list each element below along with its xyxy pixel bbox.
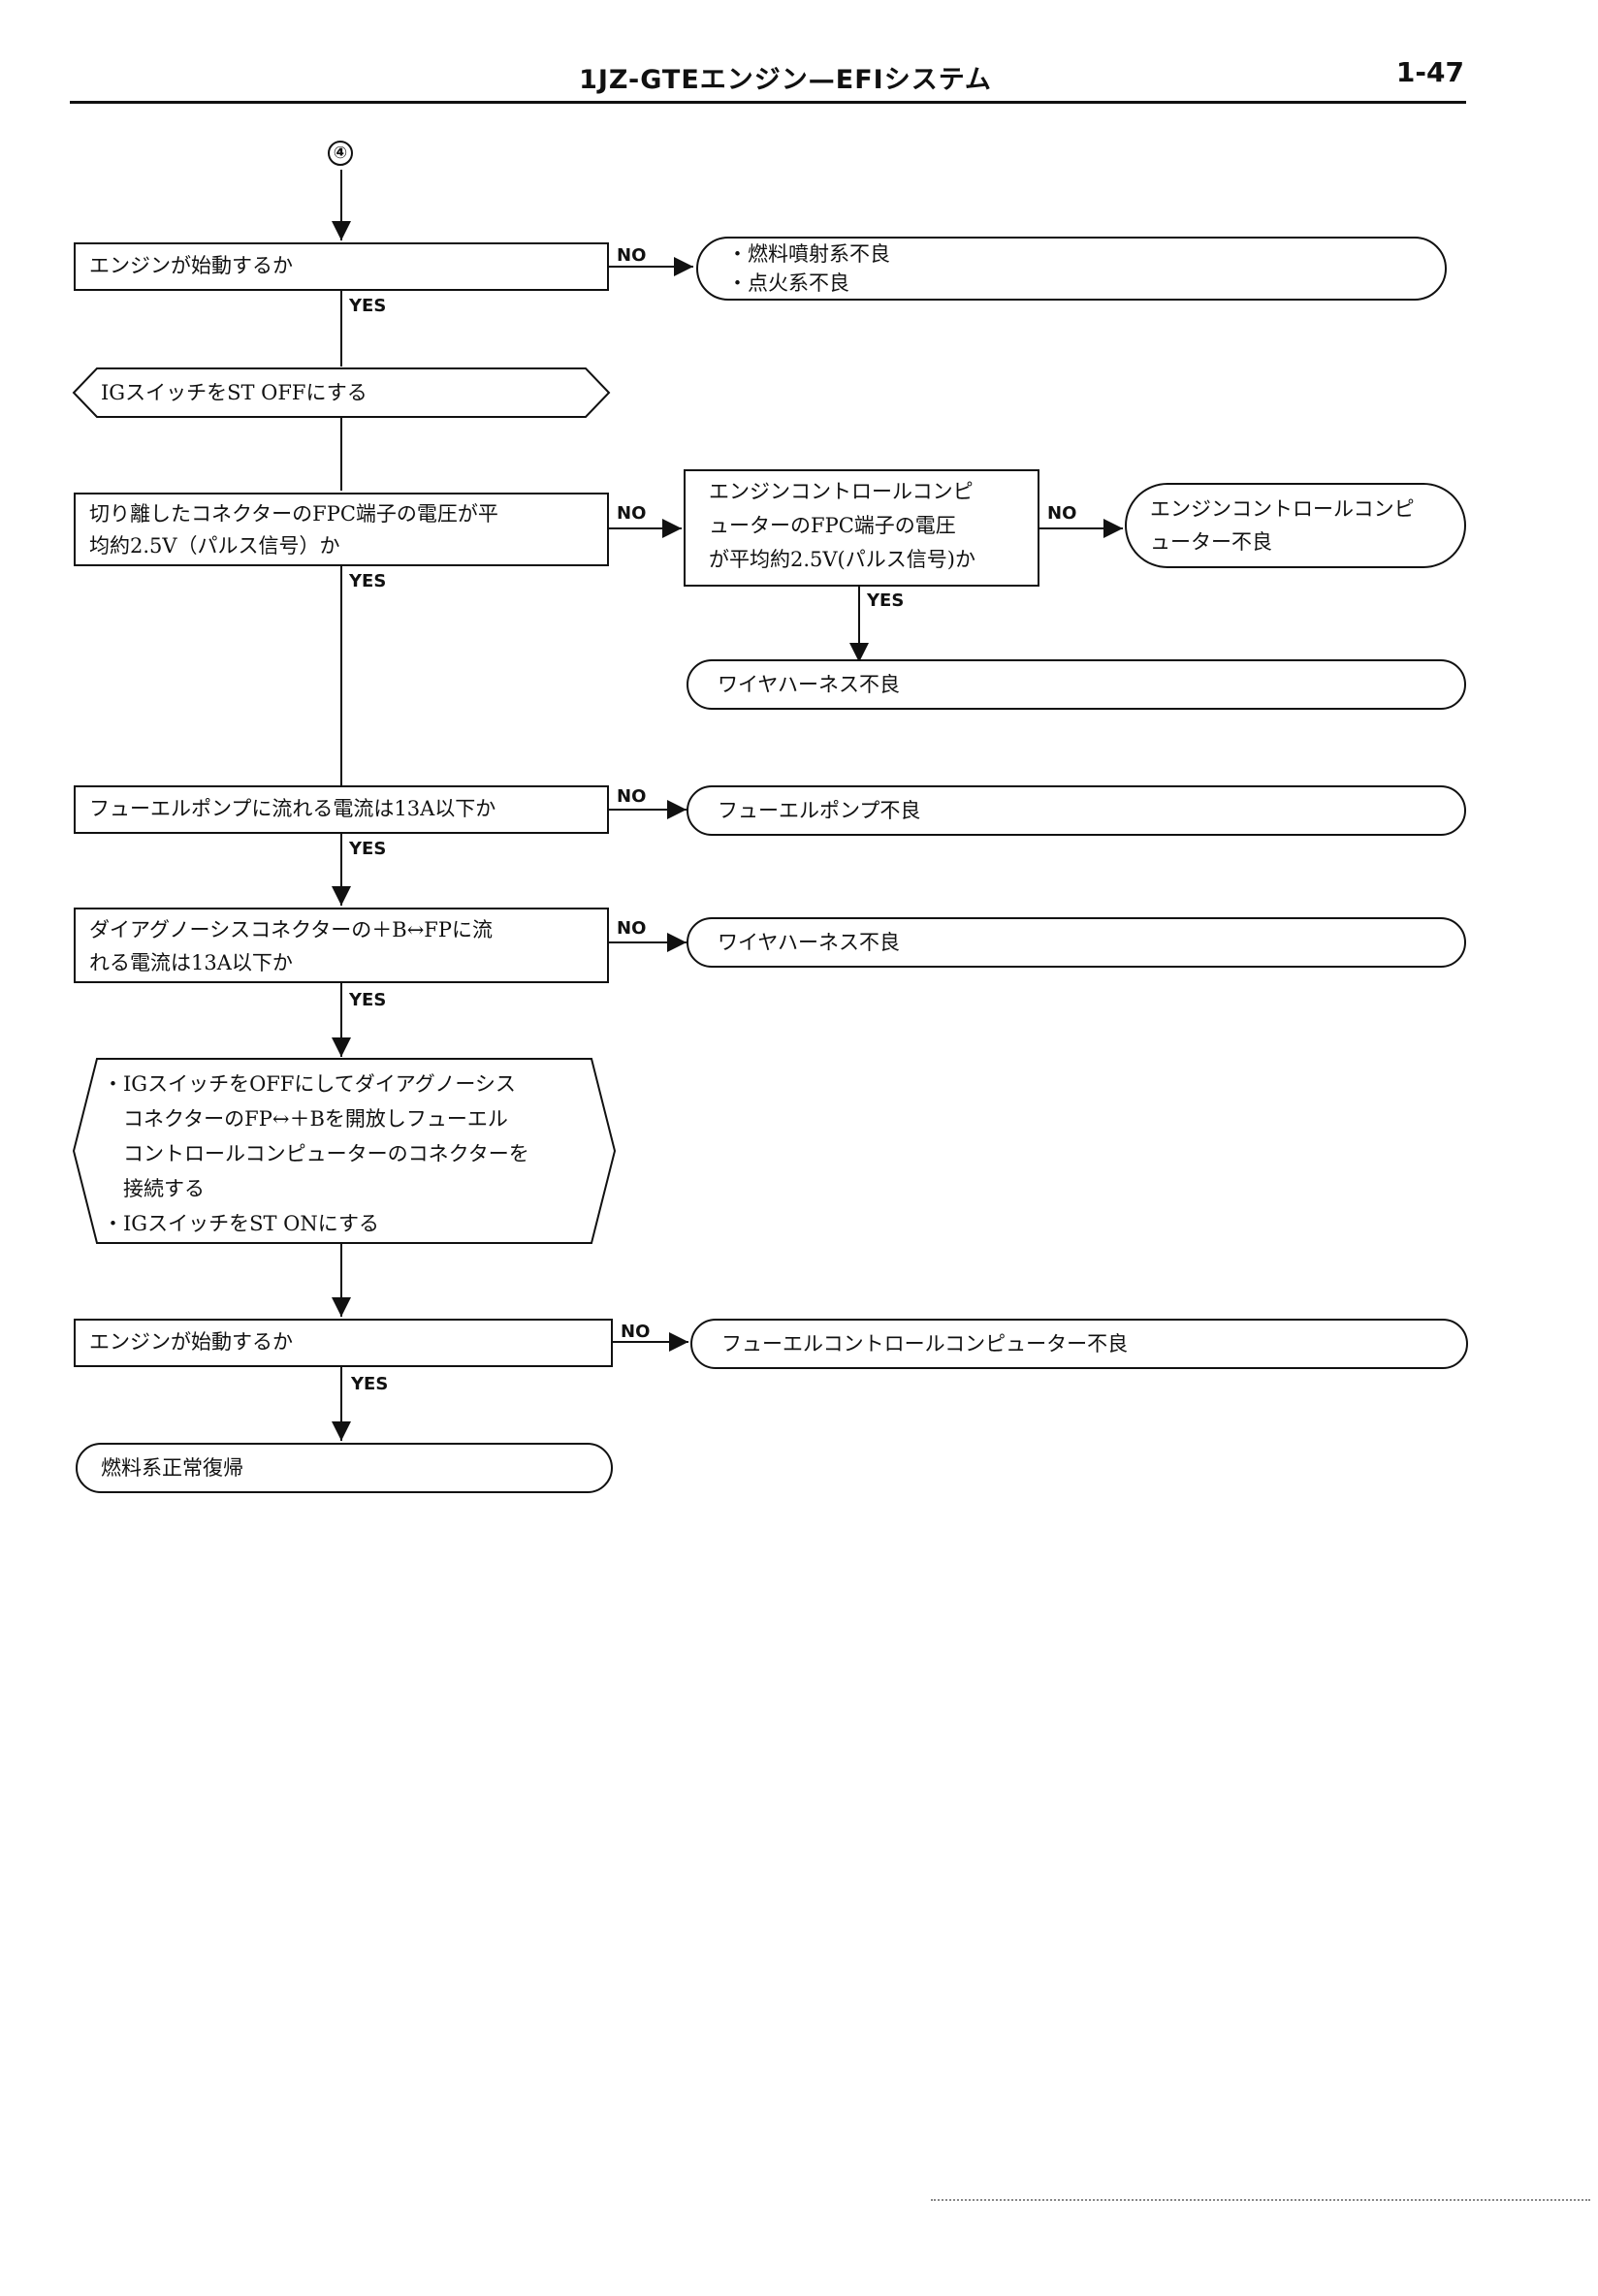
decision-engine-start-1: エンジンが始動するか: [74, 242, 609, 291]
action-ig-switch-off: IGスイッチをST OFFにする: [101, 381, 368, 404]
action-hexagon-1: [72, 367, 611, 418]
no-label: NO: [617, 245, 647, 266]
decision-fpc-voltage: 切り離したコネクターのFPC端子の電圧が平 均約2.5V（パルス信号）か: [74, 493, 609, 566]
header-rule: [70, 101, 1466, 104]
result-fuel-system-normal: 燃料系正常復帰: [76, 1443, 613, 1493]
result-fuel-control-computer-fault: フューエルコントロールコンピューター不良: [690, 1319, 1468, 1369]
page-title: 1JZ-GTEエンジン—EFIシステム: [579, 65, 992, 95]
no-label: NO: [617, 918, 647, 939]
result-wire-harness-fault-1: ワイヤハーネス不良: [687, 659, 1466, 710]
no-label: NO: [1047, 503, 1077, 524]
no-label: NO: [617, 786, 647, 807]
yes-label: YES: [349, 296, 387, 316]
no-label: NO: [621, 1322, 651, 1342]
no-label: NO: [617, 503, 647, 524]
action-open-diag-connect-ecu: ・IGスイッチをOFFにしてダイアグノーシス コネクターのFP↔＋Bを開放しフュ…: [103, 1072, 529, 1235]
decision-diag-connector-current: ダイアグノーシスコネクターの＋B↔FPに流 れる電流は13A以下か: [74, 908, 609, 983]
result-injection-ignition-fault: ・燃料噴射系不良 ・点火系不良: [696, 237, 1447, 301]
decision-ecu-fpc-voltage: エンジンコントロールコンピ ューターのFPC端子の電圧 が平均約2.5V(パルス…: [684, 469, 1039, 587]
decision-engine-start-2: エンジンが始動するか: [74, 1319, 613, 1367]
yes-label: YES: [867, 590, 905, 611]
footer-dotted-rule: [931, 2199, 1590, 2201]
result-fuel-pump-fault: フューエルポンプ不良: [687, 785, 1466, 836]
yes-label: YES: [351, 1374, 389, 1394]
connector-label: ④: [328, 141, 353, 166]
action-hexagon-2: [72, 1058, 617, 1244]
result-ecu-fault: エンジンコントロールコンピ ューター不良: [1125, 483, 1466, 568]
yes-label: YES: [349, 839, 387, 859]
result-wire-harness-fault-2: ワイヤハーネス不良: [687, 917, 1466, 968]
yes-label: YES: [349, 990, 387, 1010]
page-number: 1-47: [1395, 56, 1464, 88]
decision-fuel-pump-current: フューエルポンプに流れる電流は13A以下か: [74, 785, 609, 834]
yes-label: YES: [349, 571, 387, 591]
